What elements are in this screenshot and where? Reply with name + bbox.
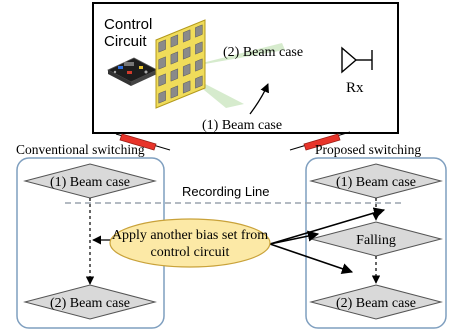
rx-label: Rx	[346, 80, 364, 96]
metasurface-panel-icon	[155, 19, 206, 109]
left-cable-icon	[115, 133, 171, 151]
metasurface-unit-cell	[182, 80, 191, 94]
right-beam-case-1-label: (1) Beam case	[336, 175, 416, 190]
controller-chip-icon	[107, 57, 158, 86]
left-beam-case-2-diamond	[23, 284, 157, 320]
rx-antenna-icon	[341, 46, 373, 74]
right-falling-diamond	[309, 221, 443, 257]
right-panel-frame	[305, 157, 447, 329]
top-beam-case-1-label: (1) Beam case	[202, 118, 282, 133]
metasurface-unit-cell	[195, 58, 203, 72]
callout-arrow-right-2	[269, 230, 320, 245]
metasurface-cells	[158, 24, 203, 104]
metasurface-unit-cell	[182, 46, 191, 60]
right-panel-title: Proposed switching	[315, 142, 421, 157]
bias-callout-ellipse	[109, 218, 271, 268]
metasurface-unit-cell	[170, 68, 179, 82]
right-cable-icon	[289, 131, 351, 151]
top-beam-case-2-label: (2) Beam case	[223, 45, 303, 60]
metasurface-unit-cell	[195, 24, 203, 38]
metasurface-unit-cell	[170, 34, 179, 48]
callout-arrow-right-3	[269, 243, 354, 275]
beam-switch-arrow	[249, 83, 269, 115]
metasurface-unit-cell	[158, 90, 166, 104]
callout-arrow-right-1	[269, 207, 386, 245]
metasurface-unit-cell	[158, 73, 166, 87]
metasurface-unit-cell	[182, 29, 191, 43]
metasurface-unit-cell	[170, 85, 179, 99]
left-panel-title: Conventional switching	[16, 142, 145, 157]
metasurface-unit-cell	[158, 39, 166, 53]
bias-callout-line1: Apply another bias set from	[112, 228, 268, 243]
right-beam-case-2-diamond	[309, 284, 443, 320]
right-beam-case-1-diamond	[309, 163, 443, 199]
left-beam-case-1-diamond	[23, 163, 157, 199]
metasurface-unit-cell	[195, 41, 203, 55]
right-falling-label: Falling	[356, 233, 396, 248]
recording-line-label: Recording Line	[182, 184, 269, 199]
controller-label-line1: Control	[104, 16, 152, 33]
metasurface-unit-cell	[158, 56, 166, 70]
metasurface-unit-cell	[170, 51, 179, 65]
beam-2-shape	[182, 43, 285, 68]
left-beam-case-2-label: (2) Beam case	[50, 296, 130, 311]
bias-callout-line2: control circuit	[151, 245, 230, 260]
metasurface-unit-cell	[182, 63, 191, 77]
metasurface-unit-cell	[195, 75, 203, 89]
controller-label-line2: Circuit	[104, 33, 147, 50]
left-beam-case-1-label: (1) Beam case	[50, 175, 130, 190]
right-beam-case-2-label: (2) Beam case	[336, 296, 416, 311]
